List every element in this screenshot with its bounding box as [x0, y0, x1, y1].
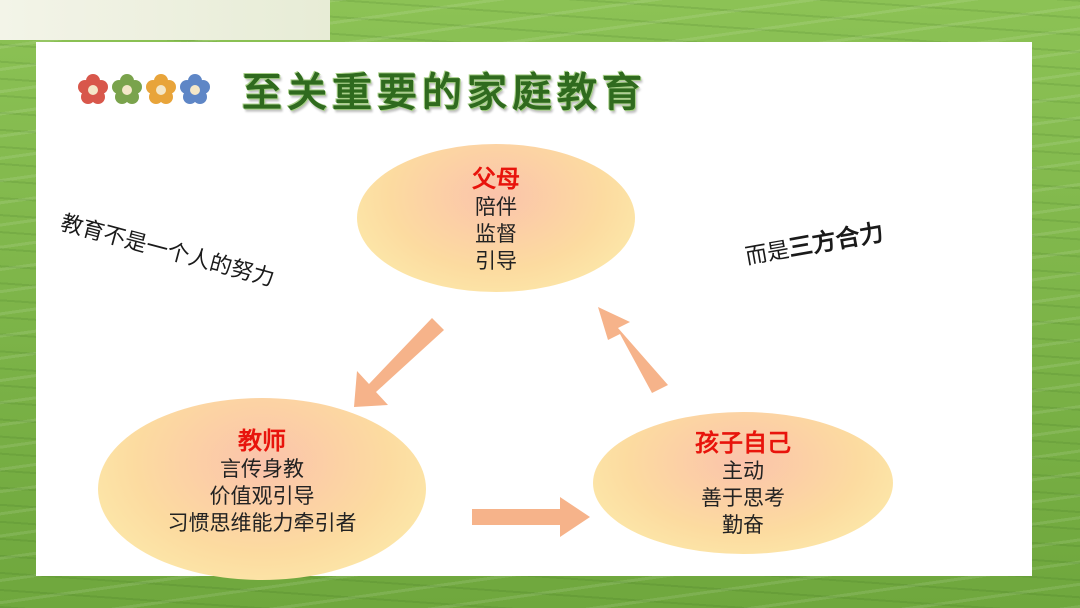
node-parents: 父母 陪伴 监督 引导	[357, 144, 635, 292]
node-child-line: 善于思考	[593, 485, 893, 512]
arrow-parents-to-teachers	[354, 318, 444, 407]
node-parents-heading: 父母	[357, 164, 635, 194]
node-teachers-line: 价值观引导	[98, 483, 426, 510]
node-child-line: 主动	[593, 458, 893, 485]
node-parents-line: 引导	[357, 248, 635, 275]
node-child: 孩子自己 主动 善于思考 勤奋	[593, 412, 893, 554]
node-child-line: 勤奋	[593, 512, 893, 539]
arrow-teachers-to-child	[472, 497, 590, 537]
node-teachers: 教师 言传身教 价值观引导 习惯思维能力牵引者	[98, 398, 426, 580]
node-parents-line: 陪伴	[357, 194, 635, 221]
node-teachers-line: 言传身教	[98, 456, 426, 483]
node-teachers-heading: 教师	[98, 426, 426, 456]
arrow-child-to-parents	[598, 307, 668, 393]
node-teachers-line: 习惯思维能力牵引者	[98, 510, 426, 537]
node-parents-line: 监督	[357, 221, 635, 248]
node-child-heading: 孩子自己	[593, 428, 893, 458]
